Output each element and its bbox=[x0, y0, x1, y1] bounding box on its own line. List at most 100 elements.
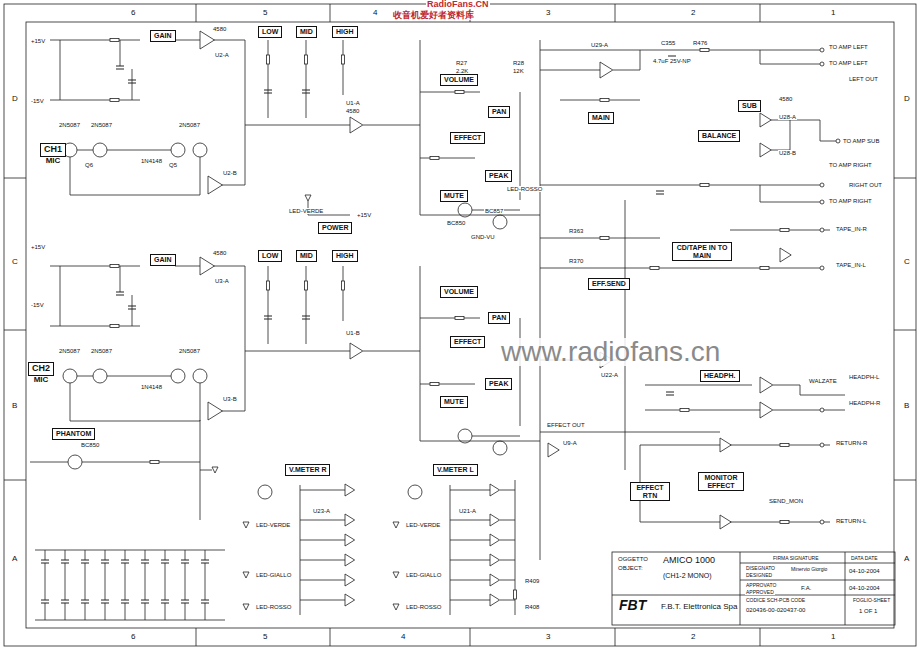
grid-reference: 6 bbox=[130, 9, 136, 17]
box-label: MUTE bbox=[440, 396, 468, 408]
wire bbox=[70, 383, 71, 421]
panel-label-box: LOW bbox=[258, 26, 282, 38]
wire bbox=[30, 462, 68, 463]
led-symbol bbox=[243, 604, 249, 610]
wire bbox=[85, 603, 86, 620]
panel-label-box: MAIN bbox=[588, 112, 614, 124]
wire bbox=[760, 202, 820, 203]
part-label: HEADPH-R bbox=[848, 400, 881, 406]
wire bbox=[540, 50, 820, 51]
wire bbox=[185, 550, 186, 560]
part-label: TO AMP SUB bbox=[842, 138, 880, 144]
capacitor-symbol bbox=[302, 90, 310, 91]
led-symbol bbox=[305, 195, 311, 201]
opamp-symbol bbox=[490, 554, 500, 566]
capacitor-symbol bbox=[302, 316, 310, 317]
wire bbox=[70, 421, 200, 422]
transistor-symbol bbox=[493, 215, 507, 229]
opamp-symbol bbox=[490, 484, 500, 496]
part-label: U29-A bbox=[590, 42, 609, 48]
wire bbox=[420, 266, 421, 441]
wire bbox=[420, 215, 540, 216]
capacitor-symbol bbox=[61, 560, 69, 561]
box-label: PEAK bbox=[485, 170, 512, 182]
panel-label-box: HIGH bbox=[332, 26, 358, 38]
wire bbox=[245, 125, 350, 126]
part-label: BC857 bbox=[484, 208, 504, 214]
wire bbox=[200, 157, 201, 195]
wire bbox=[85, 550, 86, 560]
box-label: HEADPH. bbox=[700, 370, 740, 382]
wire bbox=[4, 480, 26, 481]
capacitor-symbol bbox=[101, 600, 109, 601]
transistor-symbol bbox=[171, 143, 185, 157]
opamp-symbol bbox=[345, 574, 355, 586]
resistor-symbol bbox=[110, 325, 119, 328]
resistor-symbol bbox=[342, 281, 345, 290]
part-label: HEADPH-L bbox=[848, 374, 880, 380]
box-label: PAN bbox=[488, 106, 510, 118]
supply-label: -15V bbox=[30, 302, 45, 308]
supply-label: +15V bbox=[30, 244, 46, 250]
opamp-symbol bbox=[548, 443, 559, 457]
panel-label-box: VOLUME bbox=[440, 286, 478, 298]
capacitor-symbol bbox=[656, 194, 664, 195]
box-label: MID bbox=[296, 250, 317, 262]
inner-frame bbox=[26, 22, 894, 628]
part-label: U1-A bbox=[345, 100, 361, 106]
wire bbox=[363, 351, 420, 352]
part-label: LED-GIALLO bbox=[255, 572, 292, 578]
capacitor-symbol bbox=[181, 560, 189, 561]
capacitor-symbol bbox=[201, 600, 209, 601]
opamp-symbol bbox=[490, 594, 500, 606]
grid-reference: 6 bbox=[130, 633, 136, 641]
title-block-text: OBJECT: bbox=[617, 565, 644, 571]
resistor-symbol bbox=[430, 157, 439, 160]
transistor-symbol bbox=[63, 369, 77, 383]
transistor-symbol bbox=[493, 441, 507, 455]
resistor-symbol bbox=[700, 184, 709, 187]
wire bbox=[145, 603, 146, 620]
resistor-symbol bbox=[780, 444, 789, 447]
wire bbox=[450, 490, 490, 491]
wire bbox=[165, 550, 166, 560]
part-label: 1N4148 bbox=[140, 384, 163, 390]
connector-pin bbox=[820, 266, 824, 270]
wire bbox=[645, 410, 760, 411]
wire bbox=[740, 580, 895, 581]
resistor-symbol bbox=[600, 99, 609, 102]
wire bbox=[185, 563, 186, 600]
grid-reference: 2 bbox=[690, 9, 696, 17]
wire bbox=[60, 266, 61, 326]
wire bbox=[420, 92, 480, 93]
wire bbox=[450, 560, 490, 561]
panel-label-box: HEADPH. bbox=[700, 370, 740, 382]
part-label: +15V bbox=[356, 212, 372, 218]
capacitor-symbol bbox=[141, 600, 149, 601]
grid-reference: 1 bbox=[830, 9, 836, 17]
opamp-symbol bbox=[760, 143, 771, 157]
opamp-symbol bbox=[760, 377, 773, 393]
site-header: RadioFans.CN bbox=[426, 0, 490, 9]
part-label: R370 bbox=[568, 258, 584, 264]
capacitor-symbol bbox=[61, 600, 69, 601]
title-block-text: FOGLIO-SHEET bbox=[852, 598, 891, 603]
wire bbox=[145, 550, 146, 560]
connector-pin bbox=[820, 408, 824, 412]
capacitor-symbol bbox=[101, 560, 109, 561]
led-symbol bbox=[243, 522, 249, 528]
box-label: MONITOR EFFECT bbox=[698, 472, 744, 491]
opamp-symbol bbox=[760, 402, 773, 418]
connector-pin bbox=[820, 443, 824, 447]
panel-label-box: CH2MIC bbox=[28, 362, 54, 385]
capacitor-symbol bbox=[264, 93, 272, 94]
capacitor-symbol bbox=[264, 319, 272, 320]
wire bbox=[300, 600, 345, 601]
box-label: MAIN bbox=[588, 112, 614, 124]
panel-label-box: POWER bbox=[318, 222, 352, 234]
box-label: EFFECT bbox=[450, 336, 485, 348]
wire bbox=[500, 490, 515, 491]
outer-frame bbox=[4, 4, 916, 646]
part-label: R27 bbox=[455, 60, 468, 66]
grid-reference: B bbox=[11, 402, 18, 410]
